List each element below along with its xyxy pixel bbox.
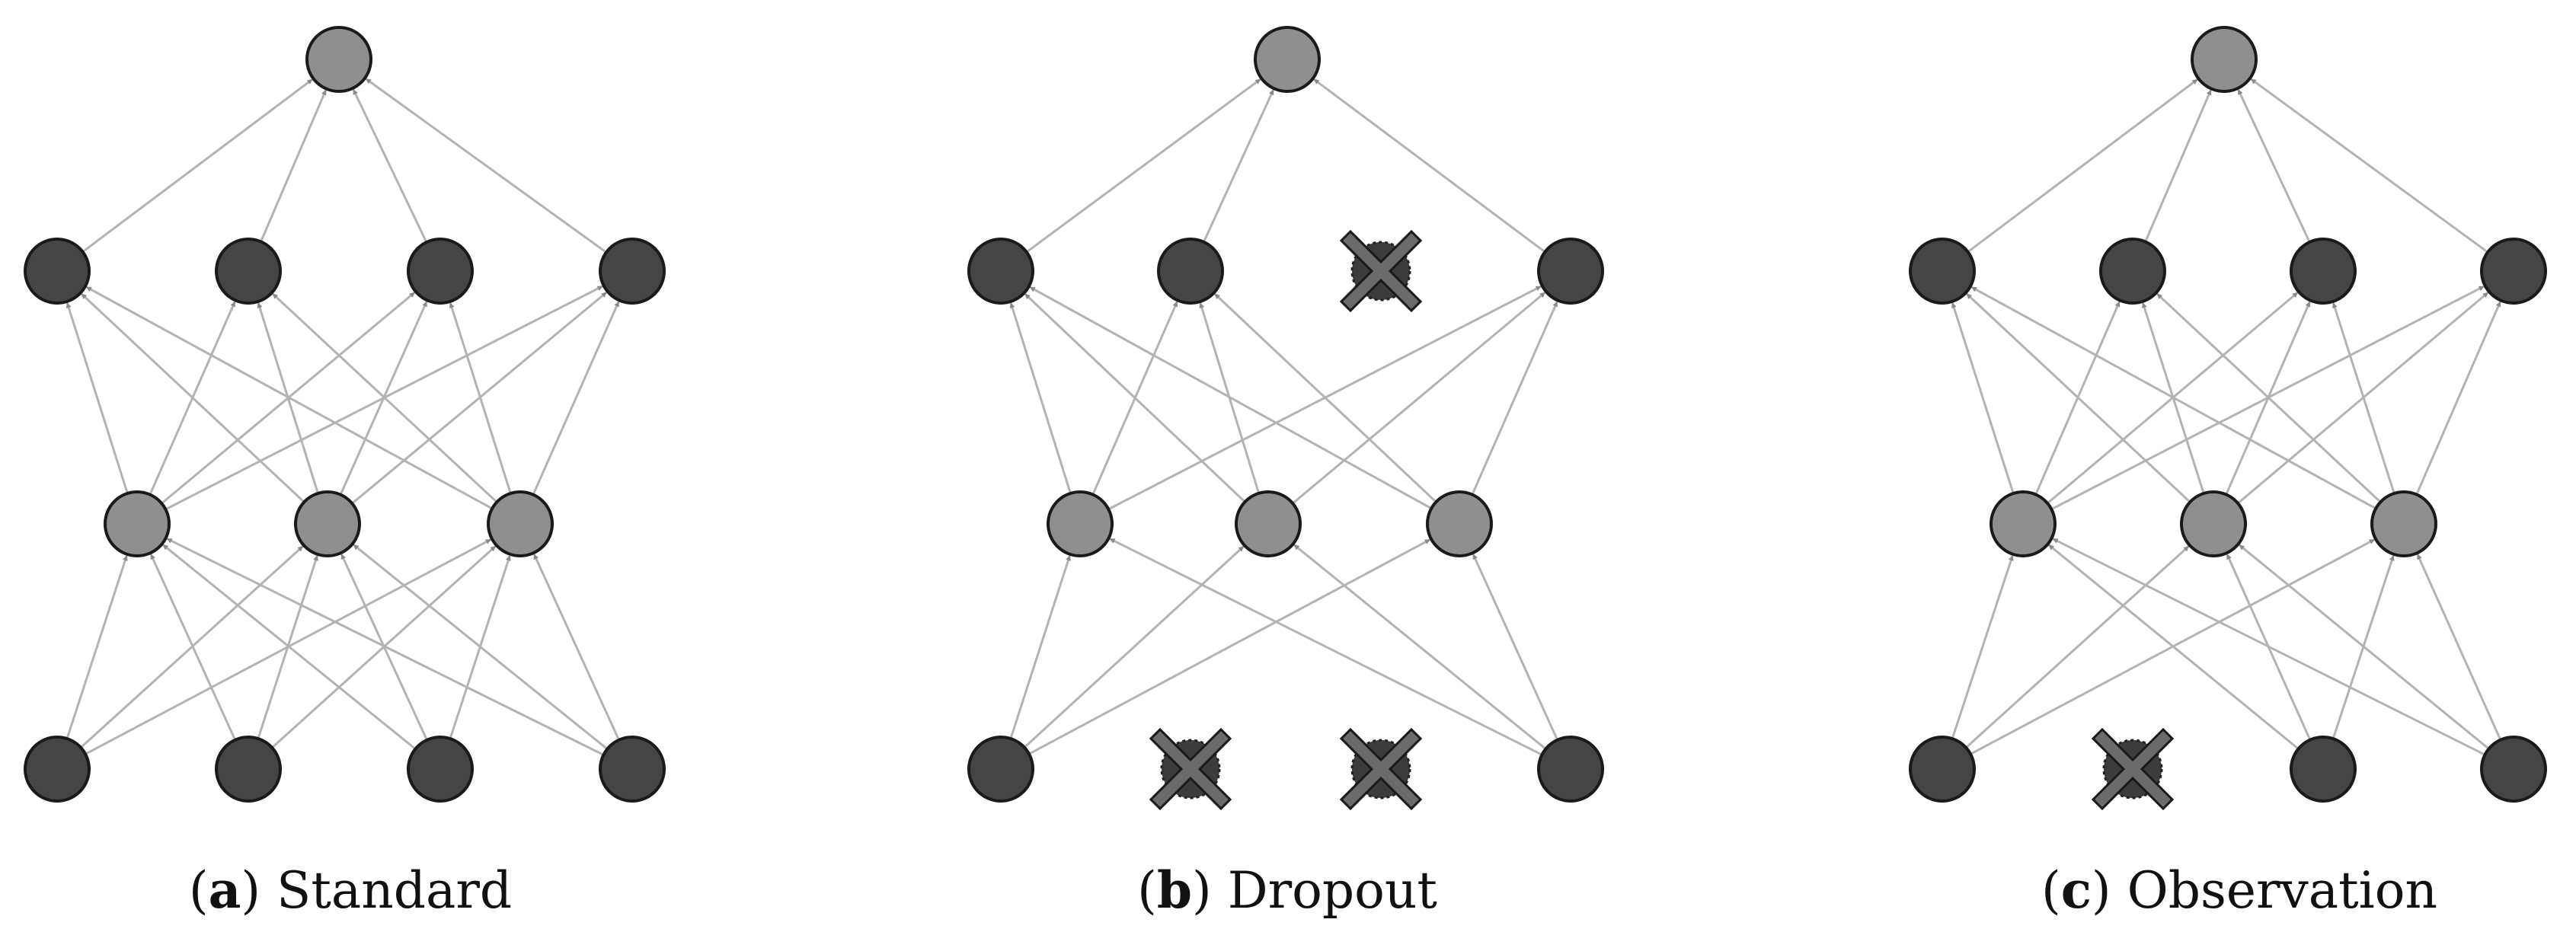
edge-c-in3-h11 — [2239, 544, 2490, 750]
dropped-node-b-in-2 — [1339, 727, 1423, 811]
nodes-layer — [24, 26, 2547, 811]
hidden2-node-c-0 — [1909, 238, 1976, 305]
edge-b-h23-out — [1313, 78, 1546, 254]
input-node-a-1 — [215, 736, 282, 803]
input-node-a-0 — [24, 736, 91, 803]
input-node-b-0 — [967, 736, 1034, 803]
caption-text-a: Standard — [276, 861, 513, 920]
hidden2-node-b-3 — [1537, 238, 1604, 305]
edge-b-h10-h20 — [1009, 302, 1072, 494]
edge-c-h12-h23 — [2415, 301, 2501, 496]
edges-layer — [66, 78, 2502, 756]
input-node-c-3 — [2480, 736, 2547, 803]
edge-b-in3-h11 — [1293, 544, 1547, 750]
hidden1-node-b-2 — [1426, 490, 1493, 557]
hidden1-node-c-2 — [2370, 490, 2437, 557]
edge-a-in1-h10 — [149, 554, 237, 741]
input-node-a-2 — [407, 736, 474, 803]
edge-a-h20-out — [81, 78, 313, 253]
output-node-c — [2191, 26, 2258, 93]
hidden2-node-a-2 — [407, 238, 474, 305]
hidden2-node-b-1 — [1157, 238, 1224, 305]
hidden1-node-a-2 — [487, 490, 554, 557]
edge-c-h11-h20 — [1966, 292, 2191, 503]
edge-a-h12-h23 — [532, 301, 620, 496]
edge-a-h12-h20 — [85, 286, 493, 510]
edge-c-h23-out — [2250, 78, 2488, 254]
edge-c-h21-out — [2144, 89, 2212, 243]
edge-a-h12-h21 — [272, 292, 498, 503]
hidden1-node-c-1 — [2180, 490, 2247, 557]
edge-c-h22-out — [2237, 89, 2311, 243]
hidden2-node-a-0 — [24, 238, 91, 305]
caption-panel-b: (b) Dropout — [1137, 860, 1437, 920]
caption-letter-c: c — [2060, 860, 2092, 920]
edge-c-h12-h21 — [2156, 292, 2382, 503]
edge-a-h10-h20 — [66, 302, 129, 494]
output-node-b — [1254, 26, 1321, 93]
edge-a-h22-out — [352, 89, 428, 243]
hidden2-node-c-3 — [2480, 238, 2547, 305]
edge-a-in2-h10 — [162, 544, 417, 750]
edge-a-in3-h12 — [532, 554, 620, 741]
hidden2-node-b-0 — [967, 238, 1034, 305]
hidden2-node-c-2 — [2290, 238, 2357, 305]
input-node-a-3 — [599, 736, 666, 803]
input-node-c-0 — [1909, 736, 1976, 803]
hidden1-node-c-0 — [1990, 490, 2057, 557]
hidden2-node-a-1 — [215, 238, 282, 305]
input-node-c-2 — [2290, 736, 2357, 803]
edge-b-h11-h23 — [1292, 292, 1546, 505]
edge-b-h20-out — [1025, 78, 1261, 254]
dropped-node-b-in-1 — [1149, 727, 1232, 811]
edge-a-h12-h22 — [449, 302, 512, 494]
edge-b-in0-h11 — [1023, 545, 1245, 749]
edge-a-in3-h11 — [353, 544, 609, 750]
hidden1-node-b-0 — [1047, 490, 1114, 557]
input-node-b-3 — [1537, 736, 1604, 803]
hidden1-node-a-0 — [104, 490, 171, 557]
edge-a-h23-out — [365, 78, 607, 254]
edge-c-in3-h12 — [2416, 554, 2502, 741]
edge-c-in0-h11 — [1965, 545, 2190, 749]
dropped-node-b-h2-2 — [1339, 229, 1423, 313]
caption-panel-a: (a) Standard — [188, 860, 513, 920]
edge-b-in3-h10 — [1109, 538, 1543, 756]
edge-a-h11-h20 — [81, 292, 305, 503]
caption-letter-a: a — [208, 860, 241, 920]
edge-b-h12-h21 — [1214, 293, 1437, 503]
edge-c-in3-h10 — [2052, 538, 2486, 756]
caption-text-b: Dropout — [1227, 861, 1437, 920]
caption-letter-b: b — [1156, 860, 1192, 920]
hidden2-node-a-3 — [599, 238, 666, 305]
edge-b-in0-h12 — [1028, 538, 1430, 755]
dropped-node-c-in-1 — [2091, 727, 2175, 811]
hidden1-node-b-1 — [1235, 490, 1302, 557]
edge-c-h12-h22 — [2332, 302, 2395, 494]
edge-c-h12-h20 — [1970, 286, 2376, 510]
edge-b-in3-h12 — [1472, 554, 1559, 741]
edge-b-h12-h23 — [1471, 301, 1558, 496]
edge-c-in0-h10 — [1951, 555, 2014, 739]
edge-b-in0-h10 — [1009, 555, 1071, 739]
caption-text-c: Observation — [2127, 861, 2438, 920]
hidden2-node-c-1 — [2099, 238, 2166, 305]
edge-b-h11-h20 — [1024, 293, 1246, 503]
edge-c-h20-out — [1967, 78, 2198, 253]
edge-a-in1-h11 — [257, 555, 318, 739]
edge-a-in3-h10 — [166, 538, 605, 756]
edge-b-h21-out — [1203, 89, 1275, 243]
hidden1-node-a-1 — [294, 490, 361, 557]
output-node-a — [305, 26, 372, 93]
edge-c-h10-h20 — [1951, 302, 2015, 494]
edge-a-in0-h10 — [66, 555, 128, 739]
caption-panel-c: (c) Observation — [2041, 860, 2438, 920]
edge-c-in2-h10 — [2048, 544, 2300, 750]
edge-a-h21-out — [260, 89, 328, 242]
edge-b-h12-h20 — [1029, 286, 1432, 510]
